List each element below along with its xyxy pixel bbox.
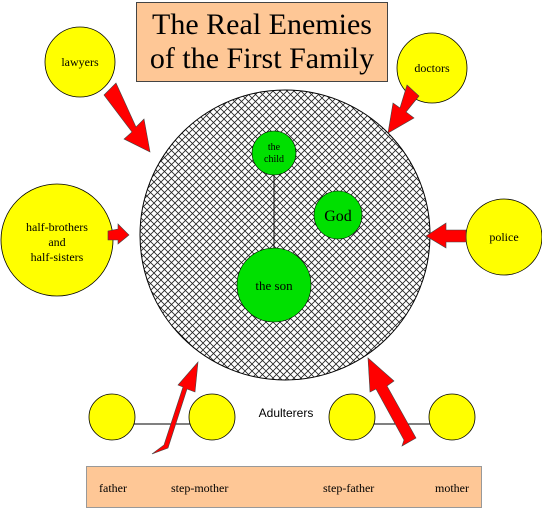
child-circle xyxy=(251,130,297,176)
title-line-1: The Real Enemies xyxy=(152,8,372,41)
god-circle xyxy=(313,190,363,240)
half-siblings-arrow xyxy=(107,223,130,245)
lawyers-arrow xyxy=(103,82,151,153)
son-circle xyxy=(236,247,312,323)
doctors-label: doctors xyxy=(414,61,450,75)
half-siblings-label-line1: half-brothers xyxy=(26,220,88,234)
step-mother-label: step-mother xyxy=(171,481,229,495)
step-father-label: step-father xyxy=(323,481,375,495)
god-label: God xyxy=(324,208,352,225)
half-siblings-label-line3: half-sisters xyxy=(31,250,84,264)
step-mother-circle xyxy=(188,393,236,441)
doctors-arrow xyxy=(387,84,420,134)
title-line-2: of the First Family xyxy=(149,42,375,75)
mother-circle xyxy=(428,393,476,441)
child-label-line2: child xyxy=(264,154,284,165)
family-circle xyxy=(139,89,431,381)
adulterers-label: Adulterers xyxy=(259,406,314,420)
mother-label: mother xyxy=(435,481,469,495)
parents-legend-bar: father step-mother step-father mother xyxy=(86,466,482,508)
left-adulterers-arrow xyxy=(151,361,199,455)
title-box: The Real Enemies of the First Family xyxy=(136,2,388,82)
police-arrow xyxy=(425,222,467,249)
step-father-circle xyxy=(328,393,376,441)
son-label: the son xyxy=(255,278,293,293)
half-siblings-label-line2: and xyxy=(48,235,65,249)
police-label: police xyxy=(489,230,518,244)
doctors-circle xyxy=(396,32,468,104)
child-label-line1: the xyxy=(268,142,281,153)
lawyers-label: lawyers xyxy=(61,55,99,69)
right-adulterers-arrow xyxy=(367,357,417,447)
father-label: father xyxy=(99,481,127,495)
father-circle xyxy=(88,393,136,441)
lawyers-circle xyxy=(44,26,116,98)
